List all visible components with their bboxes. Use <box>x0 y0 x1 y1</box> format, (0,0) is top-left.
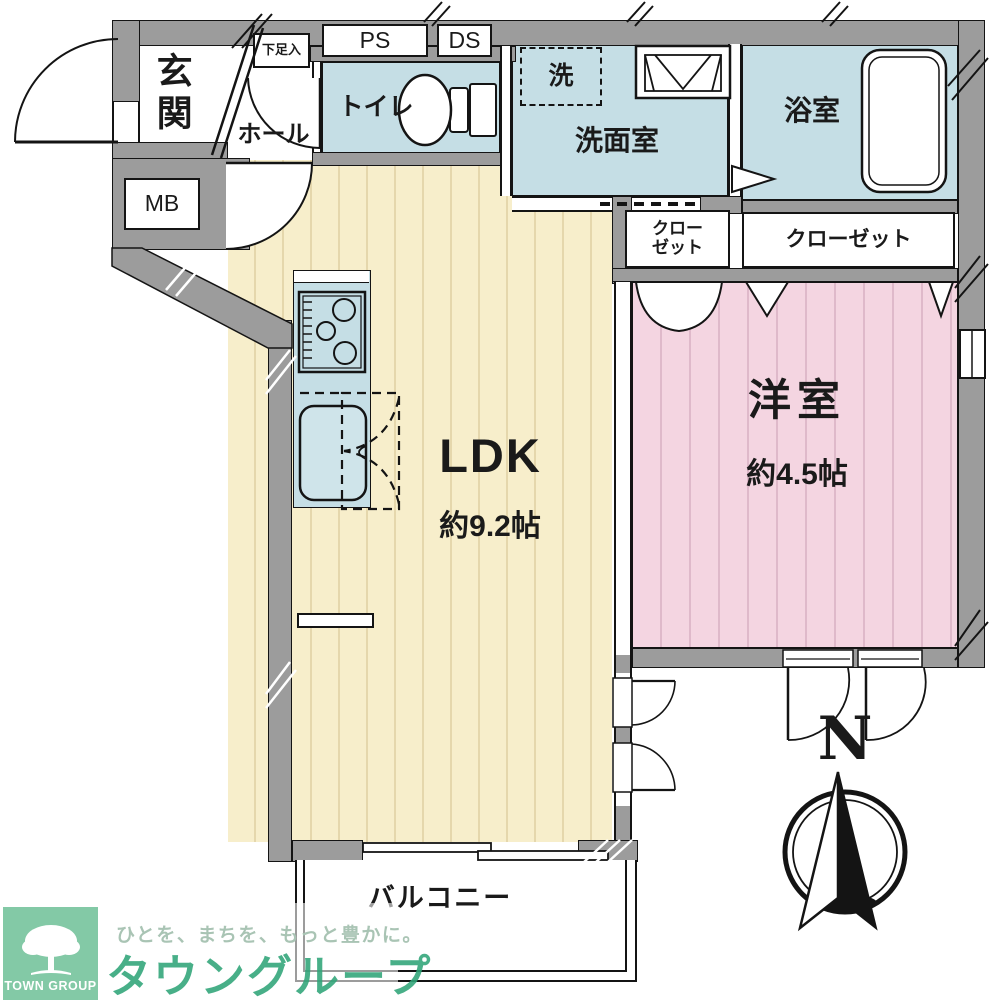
bedroom-label: 洋室 <box>748 377 846 425</box>
tree-icon <box>21 925 80 975</box>
wall-bedroom-south <box>632 648 958 668</box>
washer-label: 洗 <box>548 61 574 90</box>
wall-seg <box>616 806 630 845</box>
wall-washroom-bathroom <box>728 44 742 200</box>
wall-toilet-washroom <box>500 46 512 196</box>
brand-tagline: ひとを、まちを、もっと豊かに。 <box>116 925 423 946</box>
ldk-label: LDK <box>439 429 542 482</box>
kitchen-counter <box>293 270 371 508</box>
bedroom-size-label: 約4.5帖 <box>746 458 848 491</box>
shoe-box: 下足入 <box>253 33 310 68</box>
north-label: N <box>817 704 873 774</box>
wall-ldk-bedroom-divider <box>614 282 632 655</box>
wall-toilet-bottom <box>312 152 512 166</box>
hatch-mark <box>165 261 201 297</box>
washer-space: 洗 <box>520 47 602 106</box>
shoe-box-label: 下足入 <box>261 42 301 58</box>
entrance-door-arc <box>14 38 119 143</box>
brand-name: タウングループ <box>106 951 433 1000</box>
ldk-size-label: 約9.2帖 <box>439 510 541 543</box>
town-group-logo: TOWN GROUP <box>3 907 98 1000</box>
meter-box: MB <box>124 178 200 230</box>
duct-space-label: DS <box>448 26 481 53</box>
ldk-counter-shelf <box>297 613 374 628</box>
closet-small-label: クロー <box>652 219 703 239</box>
closet-small: クロー ゼット <box>625 210 730 268</box>
wall-right <box>958 20 985 668</box>
wall-closets-bottom <box>612 268 958 282</box>
closet-large-label: クローゼット <box>785 228 912 252</box>
kitchen-counter-top <box>294 271 369 283</box>
wall-ldk-south-west <box>292 840 363 862</box>
north-compass-icon <box>782 771 908 932</box>
washroom-label: 洗面室 <box>574 125 659 156</box>
pipe-space-box: PS <box>322 24 428 57</box>
closet-large: クローゼット <box>742 212 955 268</box>
balcony-sliding-door <box>362 842 609 861</box>
wall-left <box>268 320 292 862</box>
entrance-door-opening <box>112 102 140 142</box>
entrance-label: 玄関 <box>151 52 193 136</box>
wall-entrance-left <box>112 20 140 102</box>
hall-label: ホール <box>237 121 310 148</box>
pipe-space-label: PS <box>359 26 391 53</box>
toilet-label: トイレ <box>338 93 414 121</box>
bathroom-label: 浴室 <box>783 95 840 126</box>
wall-seg <box>616 726 630 744</box>
logo-text: TOWN GROUP <box>4 979 97 993</box>
wall-ldk-south-east-hatched <box>578 840 638 862</box>
wall-top <box>112 20 985 46</box>
duct-space-box: DS <box>437 24 492 57</box>
closet-small-label: ゼット <box>652 238 703 257</box>
room-bedroom-floor <box>632 282 958 648</box>
wall-seg <box>616 655 630 673</box>
meter-box-label: MB <box>144 190 180 217</box>
